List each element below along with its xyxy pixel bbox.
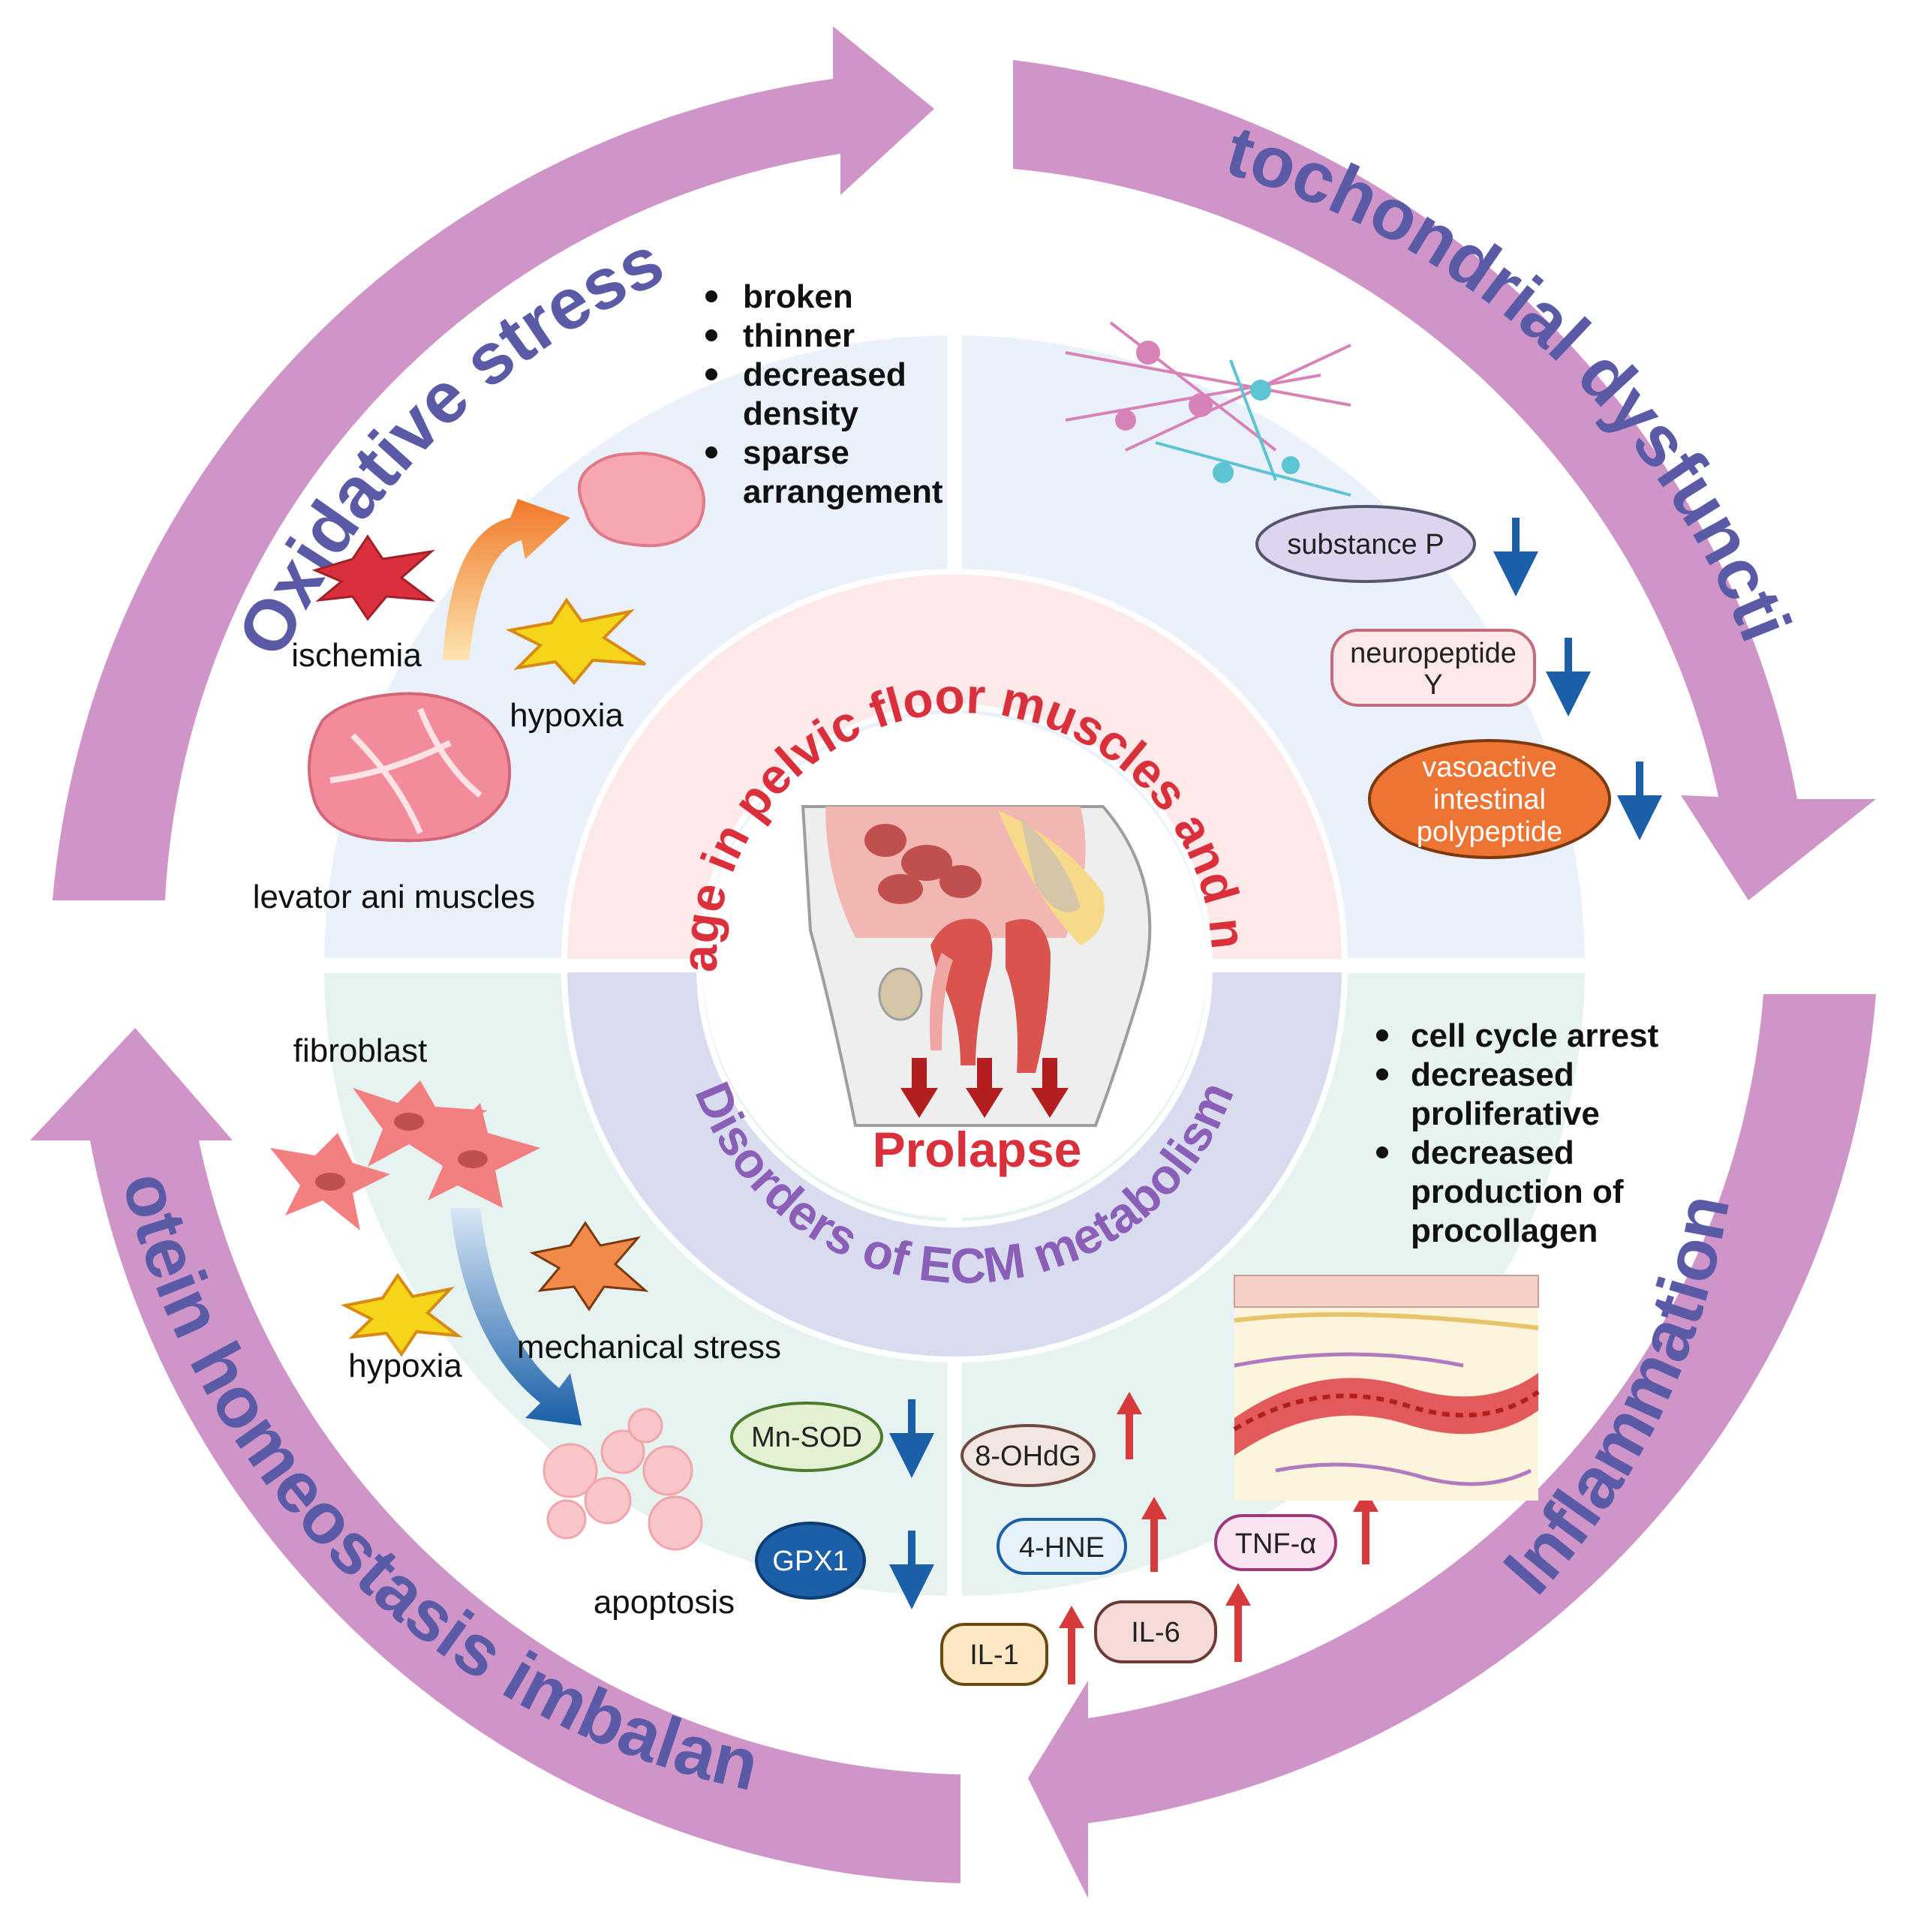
il1-label: IL-1 [970,1639,1018,1671]
fibroblast-cells-icon [270,1080,540,1230]
substance-p-label: substance P [1287,529,1444,560]
bullet-decreased-1: decreased [1411,1056,1574,1093]
bullet-arrangement: arrangement [743,473,943,510]
apoptosis-label: apoptosis [594,1584,735,1621]
ring-arrows [30,26,1876,1898]
bullet-cell-cycle: cell cycle arrest [1411,1017,1659,1054]
neuropeptide-label-line1: neuropeptide [1350,638,1517,669]
levator-ani-muscle-icon [308,692,512,843]
prolapse-arrows [900,1058,1069,1118]
bullet-procollagen: procollagen [1411,1212,1598,1249]
bullet-decreased: decreased [743,356,906,393]
hypoxia-star-icon-bottom [340,1272,463,1357]
vip-label-line1: vasoactive [1422,752,1557,783]
vip-label-line2: intestinal [1433,784,1546,816]
tnf-pill [1214,1514,1337,1571]
up-arrow-icon [1117,1392,1142,1459]
bullet-dot [705,368,717,380]
il6-label: IL-6 [1131,1617,1180,1648]
mechanical-stress-star-icon [529,1221,649,1312]
orange-curved-arrow [443,499,570,660]
up-arrow-icon [1141,1497,1167,1572]
substance-p-pill [1255,505,1476,583]
levator-label: levator ani muscles [253,879,536,915]
prolapse-arrow [966,1058,1003,1118]
mn-sod-pill [730,1402,883,1472]
bullet-dot [1376,1146,1388,1158]
bullet-dot [705,446,717,458]
bullet-density: density [743,395,859,432]
neuropeptide-label-line2: Y [1423,669,1442,701]
arrow-protein [30,1028,961,1883]
mechanical-stress-label: mechanical stress [517,1329,781,1366]
center-top-band [561,569,1348,965]
up-arrow-icon [1059,1606,1084,1684]
vip-pill [1368,739,1611,859]
bottom-right-bullets: cell cycle arrest decreased proliferativ… [1376,1017,1659,1249]
prolapse-arrow [1031,1058,1069,1118]
neuropeptide-pill [1330,629,1536,707]
muscle-fiber-lines [329,708,483,834]
ohdg-label: 8-OHdG [975,1441,1081,1472]
neuron-network-icon [1065,321,1351,497]
bullet-dot [1376,1068,1388,1080]
up-arrow-icon [1353,1489,1378,1564]
arrow-oxidative [53,26,934,900]
il1-pill [940,1623,1048,1686]
ohdg-pill [961,1424,1096,1487]
mn-sod-label: Mn-SOD [751,1422,862,1453]
up-arrow-icon [1225,1583,1251,1662]
hne-pill [997,1518,1127,1575]
damaged-muscle-icon [578,452,705,548]
apoptosis-cells-icon [543,1408,703,1551]
il6-pill [1094,1600,1217,1663]
gpx1-pill [755,1522,866,1600]
top-left-bullets: broken thinner decreased density sparse … [705,278,943,510]
hypoxia-star-icon-top [505,597,647,686]
pelvis-illustration [801,805,1152,1127]
vip-label-line3: polypeptide [1417,816,1562,848]
bullet-thinner: thinner [743,317,855,354]
bullet-production: production of [1411,1173,1624,1210]
bullet-proliferative: proliferative [1411,1095,1600,1132]
fibroblast-label: fibroblast [293,1032,428,1069]
arrow-mitochondrial [1013,60,1876,900]
prolapse-arrow [900,1058,938,1118]
blue-curved-arrow [450,1208,582,1426]
tissue-cross-section-icon [1233,1275,1540,1501]
center-bottom-band [561,966,1348,1363]
gpx1-label: GPX1 [772,1546,848,1577]
ischemia-label: ischemia [291,637,422,674]
hypoxia-label-top: hypoxia [510,697,624,734]
hypoxia-label-bottom: hypoxia [348,1348,462,1384]
bullet-broken: broken [743,278,853,315]
bullet-dot [705,329,717,341]
bullet-decreased-2: decreased [1411,1134,1574,1171]
bullet-dot [705,290,717,302]
hne-label: 4-HNE [1019,1532,1105,1564]
tnf-label: TNF-α [1235,1528,1317,1560]
arrow-inflammation [1028,994,1876,1898]
bullet-dot [1376,1029,1388,1041]
ischemia-star-icon [311,534,436,621]
prolapse-label: Prolapse [873,1122,1082,1177]
bullet-sparse: sparse [743,434,849,471]
